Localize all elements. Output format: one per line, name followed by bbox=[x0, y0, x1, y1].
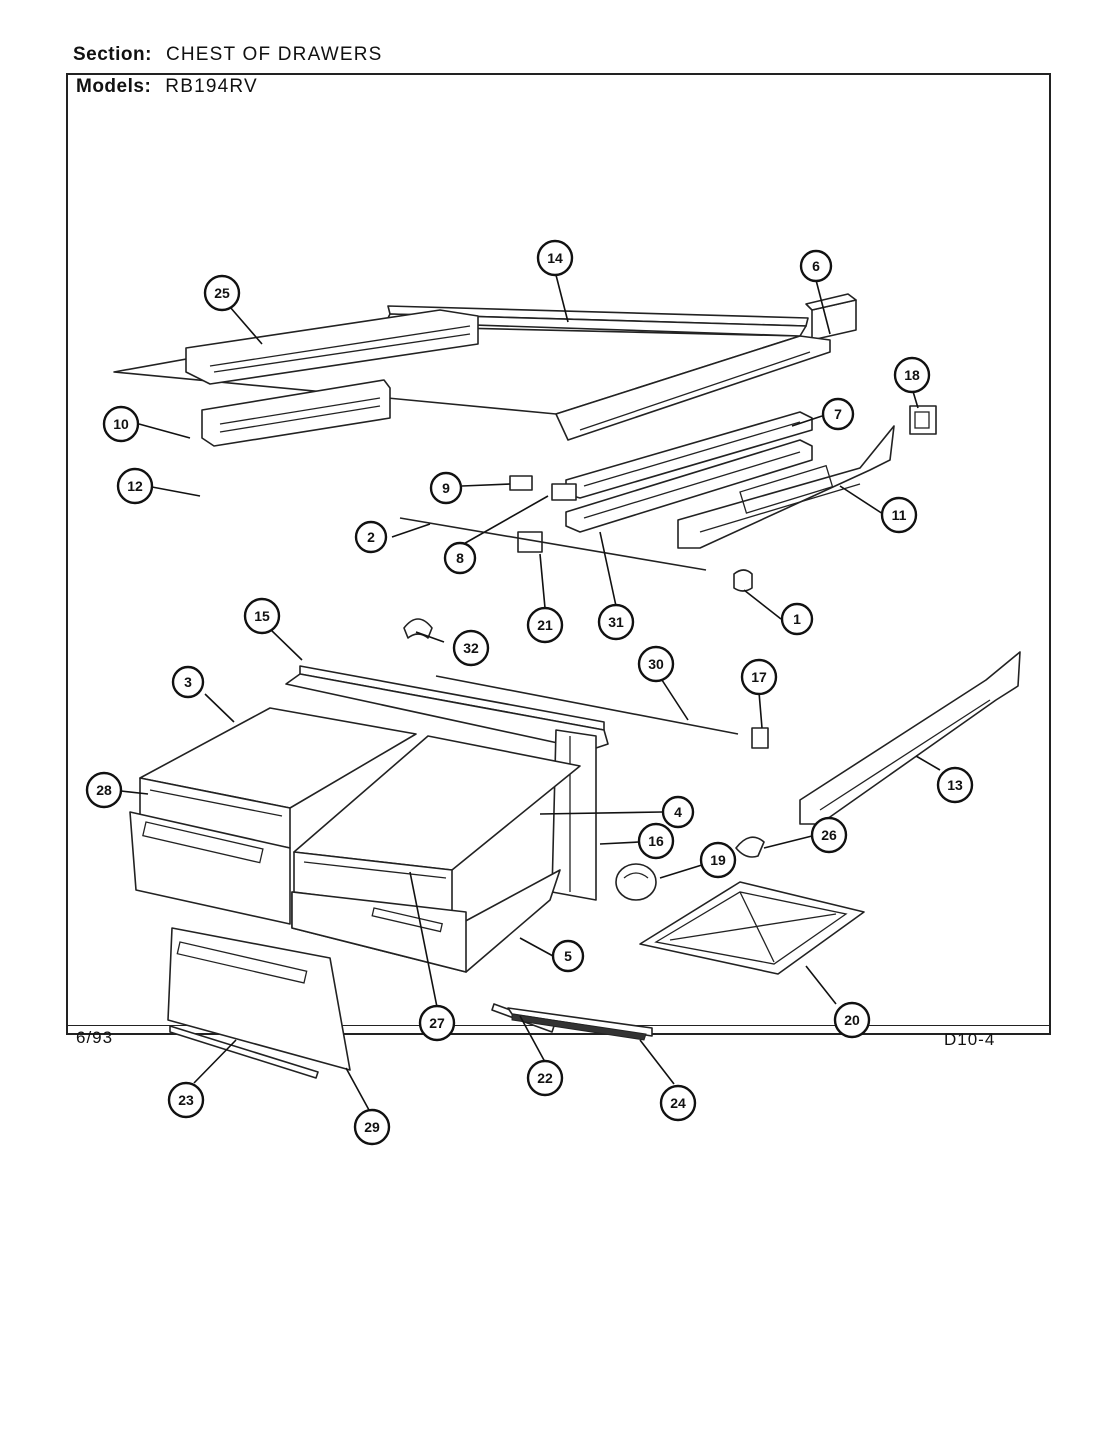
section-line: Section: CHEST OF DRAWERS bbox=[73, 44, 383, 66]
svg-text:11: 11 bbox=[892, 507, 907, 523]
callout-16: 16 bbox=[637, 822, 675, 860]
front-rail-part bbox=[555, 335, 831, 441]
callout-14: 14 bbox=[536, 239, 574, 277]
svg-text:9: 9 bbox=[442, 480, 450, 496]
svg-text:16: 16 bbox=[648, 833, 664, 849]
clip-17-part bbox=[751, 727, 769, 749]
callout-27: 27 bbox=[418, 1004, 456, 1042]
svg-text:21: 21 bbox=[537, 617, 553, 633]
svg-text:5: 5 bbox=[564, 948, 572, 964]
svg-text:17: 17 bbox=[751, 669, 767, 685]
svg-text:15: 15 bbox=[254, 608, 270, 624]
svg-text:23: 23 bbox=[178, 1092, 194, 1108]
svg-text:2: 2 bbox=[367, 529, 375, 545]
svg-text:12: 12 bbox=[127, 478, 143, 494]
callout-26: 26 bbox=[810, 816, 848, 854]
callout-25: 25 bbox=[203, 274, 241, 312]
callout-23: 23 bbox=[167, 1081, 205, 1119]
left-rail-lower-part bbox=[201, 379, 391, 447]
svg-text:26: 26 bbox=[821, 827, 837, 843]
svg-text:29: 29 bbox=[364, 1119, 380, 1135]
svg-text:25: 25 bbox=[214, 285, 230, 301]
callout-21: 21 bbox=[526, 606, 564, 644]
callout-13: 13 bbox=[936, 766, 974, 804]
callout-8: 8 bbox=[443, 541, 477, 575]
callout-10: 10 bbox=[102, 405, 140, 443]
svg-text:20: 20 bbox=[844, 1012, 860, 1028]
callout-12: 12 bbox=[116, 467, 154, 505]
trim-23-part bbox=[169, 1025, 319, 1079]
callout-29: 29 bbox=[353, 1108, 391, 1146]
callout-11: 11 bbox=[880, 496, 918, 534]
center-rail-part bbox=[565, 439, 813, 533]
callout-7: 7 bbox=[821, 397, 855, 431]
models-line: Models: RB194RV bbox=[76, 76, 258, 98]
svg-text:22: 22 bbox=[537, 1070, 553, 1086]
callout-31: 31 bbox=[597, 603, 635, 641]
callout-6: 6 bbox=[799, 249, 833, 283]
svg-text:28: 28 bbox=[96, 782, 112, 798]
svg-text:31: 31 bbox=[608, 614, 624, 630]
callout-19: 19 bbox=[699, 841, 737, 879]
models-label: Models: bbox=[76, 76, 152, 97]
callout-22: 22 bbox=[526, 1059, 564, 1097]
svg-text:27: 27 bbox=[429, 1015, 445, 1031]
callout-4: 4 bbox=[661, 795, 695, 829]
left-drawer-front-part bbox=[129, 811, 291, 925]
callout-32: 32 bbox=[452, 629, 490, 667]
small-block-parts bbox=[509, 475, 577, 553]
diagram-frame bbox=[66, 73, 1051, 1035]
svg-text:3: 3 bbox=[184, 674, 192, 690]
callout-15: 15 bbox=[243, 597, 281, 635]
footer-page-code: D10-4 bbox=[944, 1030, 996, 1049]
svg-text:10: 10 bbox=[113, 416, 129, 432]
callout-17: 17 bbox=[740, 658, 778, 696]
svg-text:6: 6 bbox=[812, 258, 820, 274]
leader-lines bbox=[120, 274, 941, 1111]
tray-frame-part bbox=[639, 881, 865, 975]
drawer-top-trim-part bbox=[285, 665, 609, 751]
callout-5: 5 bbox=[551, 939, 585, 973]
bracket-32-part bbox=[403, 618, 433, 639]
callout-3: 3 bbox=[171, 665, 205, 699]
clip-26-part bbox=[735, 836, 765, 858]
rod-2-part bbox=[399, 517, 707, 571]
svg-text:32: 32 bbox=[463, 640, 479, 656]
right-side-support-part bbox=[677, 425, 895, 549]
svg-text:13: 13 bbox=[947, 777, 963, 793]
models-value: RB194RV bbox=[165, 76, 258, 97]
callout-28: 28 bbox=[85, 771, 123, 809]
svg-text:18: 18 bbox=[904, 367, 920, 383]
svg-text:14: 14 bbox=[547, 250, 563, 266]
footer-date: 6/93 bbox=[76, 1028, 114, 1047]
clip-18-part bbox=[909, 405, 937, 435]
callout-24: 24 bbox=[659, 1084, 697, 1122]
callout-18: 18 bbox=[893, 356, 931, 394]
drawer-front-panel-part bbox=[167, 927, 351, 1071]
right-lower-support-part bbox=[799, 651, 1021, 825]
left-rail-upper-part bbox=[185, 309, 479, 385]
rod-30-part bbox=[435, 675, 739, 735]
callout-2: 2 bbox=[354, 520, 388, 554]
svg-text:8: 8 bbox=[456, 550, 464, 566]
callout-1: 1 bbox=[780, 602, 814, 636]
svg-text:30: 30 bbox=[648, 656, 664, 672]
lower-drawer-part bbox=[291, 869, 561, 973]
svg-text:19: 19 bbox=[710, 852, 726, 868]
callout-20: 20 bbox=[833, 1001, 871, 1039]
callout-9: 9 bbox=[429, 471, 463, 505]
handle-strip-24-part bbox=[507, 1007, 653, 1041]
callout-30: 30 bbox=[637, 645, 675, 683]
svg-text:7: 7 bbox=[834, 406, 842, 422]
svg-text:1: 1 bbox=[793, 611, 801, 627]
corner-block-part bbox=[805, 293, 857, 341]
svg-text:4: 4 bbox=[674, 804, 682, 820]
svg-text:24: 24 bbox=[670, 1095, 686, 1111]
section-value: CHEST OF DRAWERS bbox=[165, 44, 383, 65]
clip-19-part bbox=[615, 863, 657, 901]
clip-1-part bbox=[733, 569, 753, 592]
section-label: Section: bbox=[73, 44, 152, 65]
